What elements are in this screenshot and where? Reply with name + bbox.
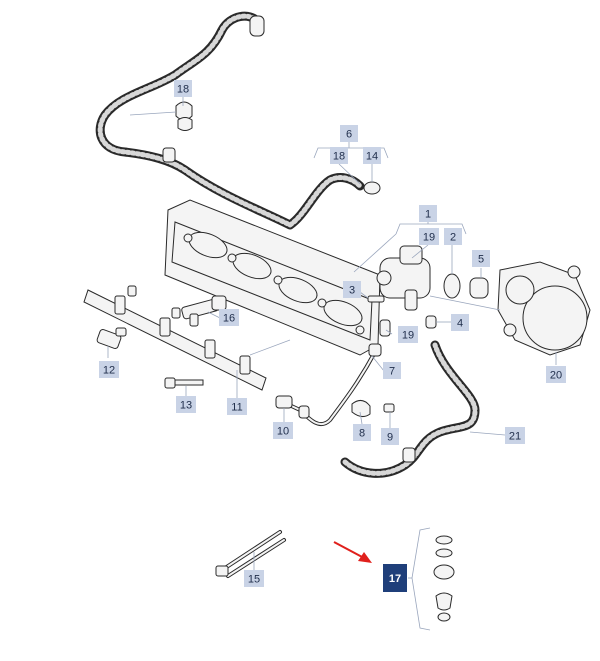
svg-text:19: 19: [402, 330, 414, 342]
fuel-pump: [376, 245, 431, 311]
callout-9: 9: [381, 428, 399, 445]
svg-text:20: 20: [550, 370, 562, 382]
upper-hose: [95, 11, 365, 230]
callout-17: 17: [383, 564, 407, 592]
svg-text:16: 16: [223, 313, 235, 325]
svg-text:19: 19: [423, 232, 435, 244]
leader-lines: [107, 97, 557, 631]
svg-text:3: 3: [349, 285, 355, 297]
vacuum-pump: [497, 261, 591, 356]
svg-text:18: 18: [177, 84, 189, 96]
bolt-3: [367, 295, 385, 303]
svg-text:15: 15: [248, 574, 260, 586]
svg-text:9: 9: [387, 432, 393, 444]
svg-text:8: 8: [359, 428, 365, 440]
callout-13: 13: [176, 396, 196, 413]
clip-14: [363, 181, 381, 195]
high-pressure-pipe: [283, 343, 382, 427]
svg-text:18: 18: [333, 151, 345, 163]
bolt-13: [164, 377, 204, 389]
fuel-rail: [83, 285, 267, 391]
repair-kit-17: [433, 535, 455, 622]
svg-text:1: 1: [425, 209, 431, 221]
svg-text:2: 2: [450, 232, 456, 244]
lower-hose: [340, 340, 480, 478]
bracket-8: [351, 400, 371, 418]
callout-10: 10: [273, 422, 293, 439]
callout-4: 4: [451, 314, 469, 331]
callout-3: 3: [343, 281, 361, 298]
callout-5: 5: [472, 250, 490, 267]
callout-11: 11: [227, 398, 247, 415]
callout-7: 7: [383, 362, 401, 379]
callout-1: 1: [419, 205, 437, 222]
clip-18: [175, 101, 193, 131]
svg-text:7: 7: [389, 366, 395, 378]
svg-text:11: 11: [231, 402, 242, 414]
callout-21: 21: [505, 427, 525, 444]
svg-text:17: 17: [389, 573, 401, 585]
svg-text:5: 5: [478, 254, 484, 266]
callout-8: 8: [353, 424, 371, 441]
callout-6: 6: [340, 125, 358, 142]
svg-text:10: 10: [277, 426, 289, 438]
callout-18-top: 18: [174, 80, 192, 97]
callout-14: 14: [363, 147, 381, 164]
svg-text:21: 21: [509, 431, 521, 443]
valve-16: [181, 295, 227, 327]
callout-16: 16: [219, 309, 239, 326]
fitting-19: [379, 319, 391, 337]
sleeve-5: [469, 277, 489, 299]
bolt-9: [383, 403, 395, 413]
o-ring-2: [443, 273, 461, 299]
svg-text:4: 4: [457, 318, 463, 330]
svg-text:14: 14: [366, 151, 378, 163]
callout-12: 12: [99, 361, 119, 378]
callout-19: 19: [398, 326, 418, 343]
cylinder-head: [164, 199, 381, 356]
svg-text:6: 6: [346, 129, 352, 141]
callout-2: 2: [444, 228, 462, 245]
hose-connector: [162, 147, 176, 163]
svg-text:13: 13: [180, 400, 192, 412]
plug-4: [425, 315, 437, 329]
callout-18-group: 18: [330, 147, 348, 164]
callout-19-group: 19: [419, 228, 439, 245]
lines-15: [215, 530, 286, 578]
fitting-10: [275, 395, 293, 409]
callout-20: 20: [546, 366, 566, 383]
red-arrow-icon: [333, 541, 372, 563]
pressure-sensor-12: [96, 327, 127, 349]
callout-15: 15: [244, 570, 264, 587]
svg-text:12: 12: [103, 365, 115, 377]
hose-cap: [249, 15, 265, 37]
